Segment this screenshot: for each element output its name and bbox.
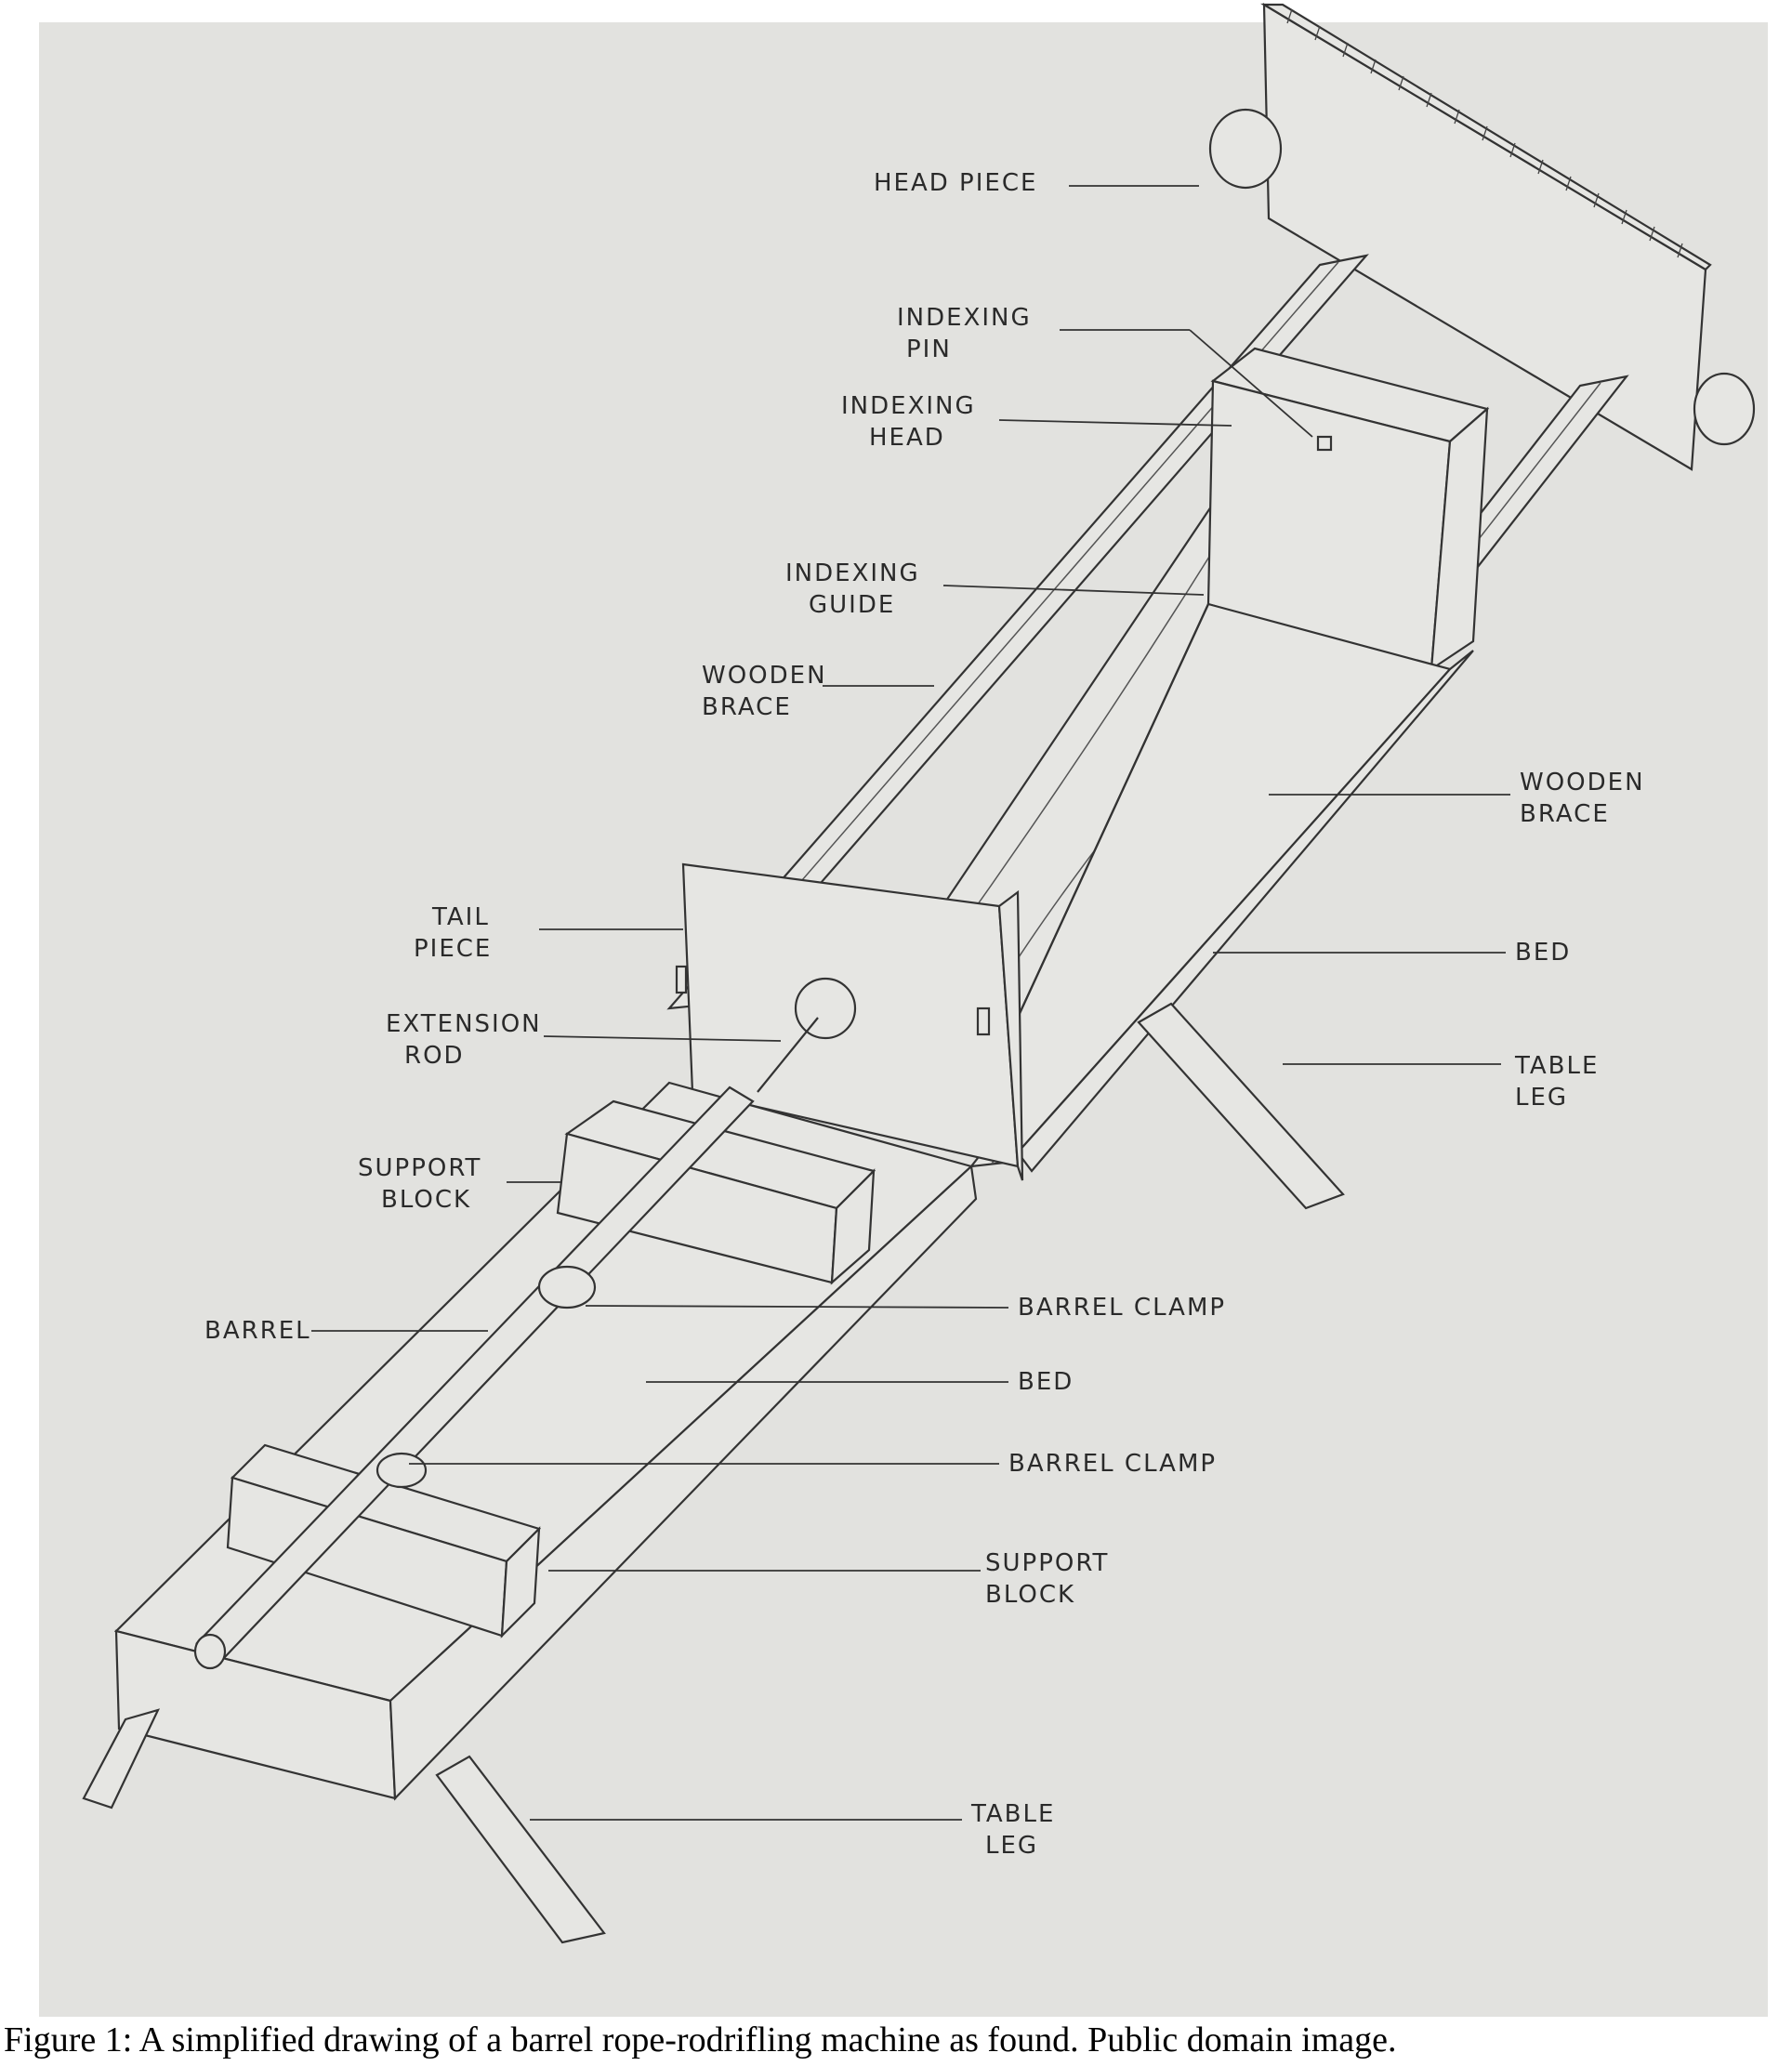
figure-caption: Figure 1: A simplified drawing of a barr… — [0, 2017, 1792, 2066]
label-barrel-clamp-lower: BARREL CLAMP — [1008, 1450, 1218, 1478]
bed — [960, 602, 1474, 1173]
barrel — [193, 1017, 819, 1670]
tail-piece — [675, 862, 1024, 1181]
support-blocks — [226, 1099, 876, 1638]
label-head-piece: HEAD PIECE — [874, 169, 1038, 197]
indexing-head — [1206, 347, 1490, 672]
label-bed-upper: BED — [1515, 939, 1572, 967]
table-legs — [82, 1002, 1345, 1944]
label-barrel-clamp-upper: BARREL CLAMP — [1018, 1294, 1227, 1322]
leader-lines — [311, 185, 1510, 1821]
label-barrel: BARREL — [204, 1317, 311, 1345]
label-bed-lower: BED — [1018, 1368, 1074, 1396]
head-piece — [1208, 3, 1756, 471]
